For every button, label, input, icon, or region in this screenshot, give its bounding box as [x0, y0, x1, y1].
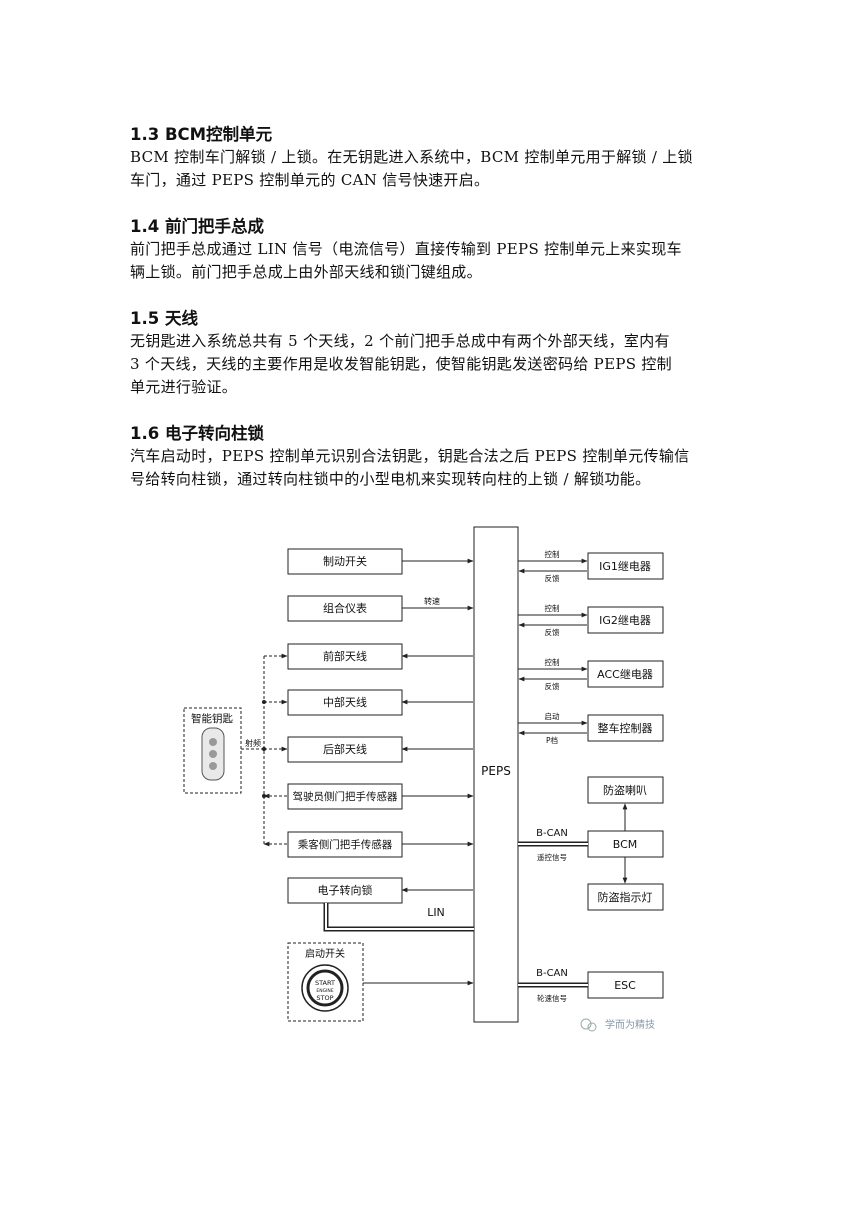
steering-lock-label: 电子转向锁 [318, 883, 373, 897]
bcan-label: B-CAN [536, 828, 568, 839]
section-bcm: 1.3 BCM控制单元 BCM 控制车门解锁 / 上锁。在无钥匙进入系统中，BC… [130, 124, 740, 192]
control-label: 控制 [545, 603, 560, 613]
lin-bus-line [323, 903, 474, 932]
middle-antenna-label: 中部天线 [323, 695, 367, 709]
ig2-relay-label: IG2继电器 [599, 614, 651, 627]
section-heading: 1.4 前门把手总成 [130, 217, 264, 236]
ig1-relay-box [587, 552, 664, 580]
control-label: 控制 [545, 657, 560, 667]
start-signal-label: 启动 [545, 711, 560, 721]
passenger-handle-sensor-box [287, 831, 403, 858]
section-steering-lock: 1.6 电子转向柱锁 汽车启动时，PEPS 控制单元识别合法钥匙，钥匙合法之后 … [130, 423, 740, 491]
passenger-handle-label: 乘客侧门把手传感器 [298, 838, 393, 851]
key-button [209, 750, 217, 758]
start-button [306, 969, 344, 1007]
start-button-text: START [315, 979, 335, 987]
vcu-box [587, 714, 664, 742]
start-button-text: STOP [316, 994, 333, 1002]
smart-key-label: 智能钥匙 [191, 712, 233, 725]
cluster-label: 组合仪表 [323, 601, 367, 615]
rear-antenna-label: 后部天线 [323, 742, 367, 756]
start-switch-label: 启动开关 [305, 947, 345, 960]
brake-switch-label: 制动开关 [323, 554, 367, 568]
paragraph-line: BCM 控制车门解锁 / 上锁。在无钥匙进入系统中，BCM 控制单元用于解锁 /… [130, 148, 693, 166]
smart-key-frame [183, 707, 242, 794]
junction-dot [262, 747, 266, 751]
pgear-label: P档 [546, 735, 558, 745]
feedback-label: 反馈 [545, 627, 560, 637]
feedback-label: 反馈 [545, 573, 560, 583]
wechat-icon [580, 1018, 592, 1030]
start-button-ring [301, 964, 349, 1012]
junction-dot [262, 700, 266, 704]
lin-label: LIN [427, 906, 445, 919]
junction-dot [262, 794, 266, 798]
peps-box [473, 526, 519, 1023]
feedback-label: 反馈 [545, 681, 560, 691]
watermark: 学而为精技 [580, 1018, 655, 1032]
paragraph-line: 前门把手总成通过 LIN 信号（电流信号）直接传输到 PEPS 控制单元上来实现… [130, 240, 682, 258]
document-body: 1.3 BCM控制单元 BCM 控制车门解锁 / 上锁。在无钥匙进入系统中，BC… [130, 124, 740, 515]
start-switch-frame [287, 942, 364, 1022]
horn-label: 防盗喇叭 [603, 783, 647, 797]
start-button-text: ENGINE [316, 988, 333, 994]
lin-bus-line [325, 903, 474, 930]
wheel-signal-label: 轮速信号 [537, 993, 567, 1003]
vcu-label: 整车控制器 [598, 721, 653, 735]
key-button [209, 738, 217, 746]
driver-handle-sensor-box [287, 783, 403, 810]
cluster-box [287, 595, 403, 622]
esc-label: ESC [614, 979, 636, 992]
bcan-label: B-CAN [536, 968, 568, 979]
peps-label: PEPS [481, 764, 511, 778]
remote-signal-label: 遥控信号 [537, 852, 567, 862]
rf-label: 射频 [245, 738, 261, 748]
paragraph-line: 辆上锁。前门把手总成上由外部天线和锁门键组成。 [130, 263, 482, 281]
section-heading: 1.6 电子转向柱锁 [130, 424, 264, 443]
section-heading: 1.5 天线 [130, 309, 198, 328]
indicator-label: 防盗指示灯 [598, 890, 653, 904]
indicator-box [587, 883, 664, 911]
section-heading: 1.3 BCM控制单元 [130, 125, 273, 144]
bcm-label: BCM [613, 838, 638, 851]
paragraph-line: 号给转向柱锁，通过转向柱锁中的小型电机来实现转向柱的上锁 / 解锁功能。 [130, 470, 651, 488]
paragraph-line: 3 个天线，天线的主要作用是收发智能钥匙，使智能钥匙发送密码给 PEPS 控制 [130, 355, 672, 373]
watermark-text: 学而为精技 [605, 1018, 655, 1031]
control-label: 控制 [545, 549, 560, 559]
paragraph-line: 单元进行验证。 [130, 378, 238, 396]
horn-box [587, 776, 664, 804]
acc-relay-box [587, 660, 664, 688]
ig2-relay-box [587, 606, 664, 634]
acc-relay-label: ACC继电器 [597, 668, 653, 681]
ig1-relay-label: IG1继电器 [599, 560, 651, 573]
wechat-icon [587, 1022, 597, 1032]
speed-label: 转速 [424, 596, 440, 606]
paragraph-line: 无钥匙进入系统总共有 5 个天线，2 个前门把手总成中有两个外部天线，室内有 [130, 332, 670, 350]
front-antenna-label: 前部天线 [323, 649, 367, 663]
paragraph-line: 汽车启动时，PEPS 控制单元识别合法钥匙，钥匙合法之后 PEPS 控制单元传输… [130, 447, 690, 465]
paragraph-line: 车门，通过 PEPS 控制单元的 CAN 信号快速开启。 [130, 171, 490, 189]
steering-lock-box [287, 877, 403, 904]
brake-switch-box [287, 548, 403, 575]
section-antenna: 1.5 天线 无钥匙进入系统总共有 5 个天线，2 个前门把手总成中有两个外部天… [130, 308, 740, 399]
front-antenna-box [287, 643, 403, 670]
middle-antenna-box [287, 689, 403, 716]
driver-handle-label: 驾驶员侧门把手传感器 [293, 790, 398, 803]
key-button [209, 762, 217, 770]
section-door-handle: 1.4 前门把手总成 前门把手总成通过 LIN 信号（电流信号）直接传输到 PE… [130, 216, 740, 284]
